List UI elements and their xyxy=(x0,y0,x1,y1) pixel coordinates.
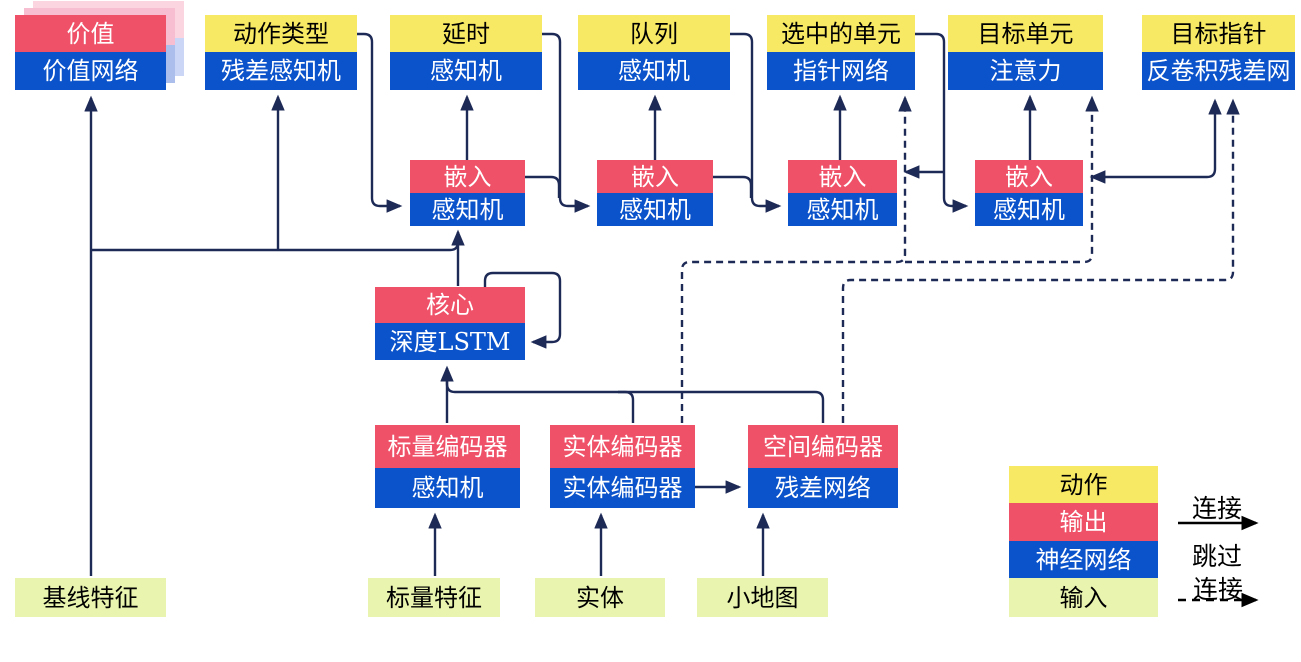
entity-encoder-label: 实体编码器 xyxy=(550,425,695,468)
embedding-block-2: 嵌入 感知机 xyxy=(597,160,713,226)
arrow-delay-to-embed2 xyxy=(542,32,591,213)
action-type-block: 动作类型 残差感知机 xyxy=(205,15,357,90)
arrow-core-self-loop xyxy=(483,271,562,349)
selected-units-block: 选中的单元 指针网络 xyxy=(767,15,915,90)
arrow-embed4-deconv xyxy=(1089,98,1222,184)
embedding-block-3: 嵌入 感知机 xyxy=(788,160,897,226)
skip-entity-to-attention xyxy=(905,95,1099,264)
queue-label: 队列 xyxy=(578,15,730,52)
legend-output-label: 输出 xyxy=(1009,503,1158,541)
arrow-selected-to-embed4 xyxy=(915,32,969,213)
skip-entity-to-pointer xyxy=(680,95,912,423)
value-output-label: 价值 xyxy=(15,15,166,52)
action-type-network-label: 残差感知机 xyxy=(205,52,357,90)
residual-network-label: 残差网络 xyxy=(748,468,898,508)
spatial-encoder-label: 空间编码器 xyxy=(748,425,898,468)
core-block: 核心 深度LSTM xyxy=(375,287,525,360)
embedding-3-network-label: 感知机 xyxy=(788,193,897,226)
embedding-4-label: 嵌入 xyxy=(975,160,1083,193)
embedding-2-network-label: 感知机 xyxy=(597,193,713,226)
legend-neural-network-label: 神经网络 xyxy=(1009,541,1158,578)
delay-network-label: 感知机 xyxy=(390,52,542,90)
legend-connection-label: 连接 xyxy=(1192,494,1243,523)
pointer-network-label: 指针网络 xyxy=(767,52,915,90)
entity-encoder-block: 实体编码器 实体编码器 xyxy=(550,425,695,508)
delay-label: 延时 xyxy=(390,15,542,52)
queue-network-label: 感知机 xyxy=(578,52,730,90)
attention-label: 注意力 xyxy=(948,52,1103,90)
entity-encoder-network-label: 实体编码器 xyxy=(550,468,695,508)
spatial-encoder-block: 空间编码器 残差网络 xyxy=(748,425,898,508)
baseline-features-block: 基线特征 xyxy=(15,578,166,617)
legend-skip-label-line1: 跳过 xyxy=(1192,542,1243,571)
scalar-encoder-block: 标量编码器 感知机 xyxy=(375,425,520,508)
target-pointer-block: 目标指针 反卷积残差网 xyxy=(1142,15,1295,90)
line-embed1-to-embed2 xyxy=(525,175,561,198)
target-pointer-label: 目标指针 xyxy=(1142,15,1295,52)
legend-skip-label-line2: 连接 xyxy=(1193,575,1244,604)
core-label: 核心 xyxy=(375,287,525,323)
value-block: 价值 价值网络 xyxy=(15,15,166,90)
value-network-label: 价值网络 xyxy=(15,52,166,90)
deconv-resnet-label: 反卷积残差网 xyxy=(1142,52,1295,90)
target-unit-label: 目标单元 xyxy=(948,15,1103,52)
legend-color-key: 动作 输出 神经网络 输入 xyxy=(1009,466,1158,617)
line-bus-y250 xyxy=(91,241,460,252)
scalar-features-block: 标量特征 xyxy=(368,578,500,617)
entities-block: 实体 xyxy=(535,578,665,617)
scalar-encoder-network-label: 感知机 xyxy=(375,468,520,508)
embedding-2-label: 嵌入 xyxy=(597,160,713,193)
arrow-actiontype-to-embed1 xyxy=(357,32,403,213)
embedding-1-network-label: 感知机 xyxy=(410,193,525,226)
line-embed2-to-embed3 xyxy=(713,175,753,198)
target-unit-block: 目标单元 注意力 xyxy=(948,15,1103,90)
legend-input-label: 输入 xyxy=(1009,578,1158,617)
minimap-block: 小地图 xyxy=(697,578,828,617)
selected-units-label: 选中的单元 xyxy=(767,15,915,52)
line-entityenc-to-core xyxy=(618,390,635,423)
action-type-label: 动作类型 xyxy=(205,15,357,52)
embedding-block-1: 嵌入 感知机 xyxy=(410,160,525,226)
skip-spatial-to-deconv xyxy=(841,98,1240,423)
queue-block: 队列 感知机 xyxy=(578,15,730,90)
scalar-encoder-label: 标量编码器 xyxy=(375,425,520,468)
embedding-4-network-label: 感知机 xyxy=(975,193,1083,226)
embedding-1-label: 嵌入 xyxy=(410,160,525,193)
deep-lstm-label: 深度LSTM xyxy=(375,323,525,360)
line-spatialenc-to-core xyxy=(445,376,825,423)
legend-action-label: 动作 xyxy=(1009,466,1158,503)
embedding-3-label: 嵌入 xyxy=(788,160,897,193)
delay-block: 延时 感知机 xyxy=(390,15,542,90)
embedding-block-4: 嵌入 感知机 xyxy=(975,160,1083,226)
arrow-queue-to-embed3 xyxy=(730,32,782,213)
